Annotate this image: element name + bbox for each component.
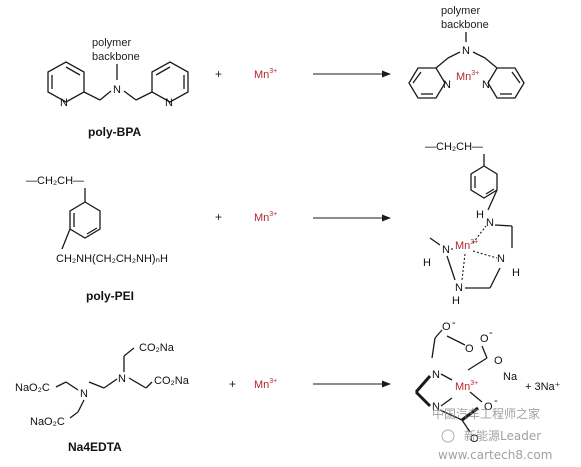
poly-pei-ligand: —CH₂CH— CH₂NH(CH₂CH₂NH)ₙH poly-PEI (26, 175, 168, 303)
svg-text:H: H (476, 209, 484, 221)
ligand-name: Na4EDTA (68, 440, 122, 454)
plus-sign: + (215, 210, 222, 224)
svg-text:O: O (480, 333, 489, 345)
arrow-head (382, 380, 391, 388)
amine-nitrogen-left: N (80, 388, 88, 400)
carboxylate-group-bottom: NaO₂C (30, 416, 65, 428)
watermark-line2: 新能源Leader (464, 428, 541, 443)
svg-text:N: N (432, 369, 440, 381)
manganese-ion: Mn3+ (254, 378, 277, 391)
svg-text:H: H (512, 267, 520, 279)
watermark-line1: 中国汽车工程师之家 (432, 406, 540, 421)
manganese-center: Mn3+ (456, 70, 479, 83)
backbone-label-line2: backbone (92, 51, 140, 63)
backbone-label-line1: polymer (92, 37, 131, 49)
svg-text:O: O (442, 321, 451, 333)
svg-text:O: O (494, 355, 503, 367)
pyridine-nitrogen-left: N (60, 97, 68, 109)
sodium-byproduct: + 3Na⁺ (525, 381, 561, 393)
arrow-head (382, 70, 391, 78)
pyridine-ring-left (408, 67, 446, 99)
na4edta-ligand: CO₂Na N CO₂Na N NaO₂C NaO₂C Na4EDTA (15, 342, 190, 454)
svg-text:H: H (452, 295, 460, 307)
carboxylate-group-left: NaO₂C (15, 382, 50, 394)
svg-text:N: N (432, 401, 440, 413)
svg-text:-: - (494, 395, 498, 407)
watermark-logo-icon (441, 429, 455, 443)
ch2-bond-right (123, 90, 137, 101)
svg-text:O: O (484, 401, 493, 413)
svg-text:N: N (442, 244, 450, 256)
ligand-name: poly-PEI (86, 289, 134, 303)
ch2-bond-right-2 (135, 91, 153, 101)
svg-text:O: O (465, 343, 474, 355)
carboxylate-group-top: CO₂Na (139, 342, 175, 354)
svg-text:O: O (470, 433, 479, 445)
benzene-ring (69, 201, 101, 239)
polymer-chain: —CH₂CH— (26, 175, 84, 187)
mn-bpa-complex: polymer backbone N N N Mn3+ (408, 5, 525, 99)
polymer-chain: —CH₂CH— (425, 141, 483, 153)
central-nitrogen: N (113, 84, 121, 96)
manganese-center: Mn3+ (455, 239, 478, 252)
pei-sidechain: CH₂NH(CH₂CH₂NH)ₙH (56, 253, 168, 265)
svg-text:N: N (455, 282, 463, 294)
watermark: 中国汽车工程师之家 新能源Leader www.cartech8.com (432, 406, 552, 462)
carboxylate-group-right: CO₂Na (154, 375, 190, 387)
plus-sign: + (215, 67, 222, 81)
ligand-name: poly-BPA (88, 125, 141, 139)
svg-text:H: H (423, 257, 431, 269)
backbone-label-line2: backbone (441, 19, 489, 31)
svg-text:-: - (452, 317, 456, 329)
svg-text:N: N (497, 253, 505, 265)
svg-text:-: - (489, 327, 493, 339)
watermark-line3: www.cartech8.com (438, 448, 552, 462)
pyridine-nitrogen-right: N (482, 79, 490, 91)
amine-nitrogen-right: N (118, 373, 126, 385)
manganese-ion: Mn3+ (254, 211, 277, 224)
ch2-bond-left-2 (83, 91, 101, 101)
mn-edta-complex: O - O O - O Mn3+ Na N N O - O + 3Na⁺ (414, 317, 561, 445)
sodium-counterion: Na (503, 371, 518, 383)
backbone-label-line1: polymer (441, 5, 480, 17)
mn-pei-complex: —CH₂CH— H N Mn3+ N H N H N H (423, 141, 520, 307)
pyridine-ring-left (47, 61, 85, 103)
benzene-ring (470, 165, 498, 199)
arrow-head (382, 214, 391, 222)
manganese-ion: Mn3+ (254, 68, 277, 81)
plus-sign: + (229, 377, 236, 391)
central-nitrogen: N (462, 45, 470, 57)
poly-bpa-ligand: polymer backbone N N N poly-BPA (47, 37, 189, 139)
manganese-center: Mn3+ (455, 380, 478, 393)
pyridine-ring-right (487, 67, 525, 99)
svg-text:N: N (486, 217, 494, 229)
pyridine-ring-right (151, 61, 189, 103)
ch2-bond-left (99, 90, 112, 101)
pyridine-nitrogen-left: N (443, 79, 451, 91)
pyridine-nitrogen-right: N (165, 97, 173, 109)
